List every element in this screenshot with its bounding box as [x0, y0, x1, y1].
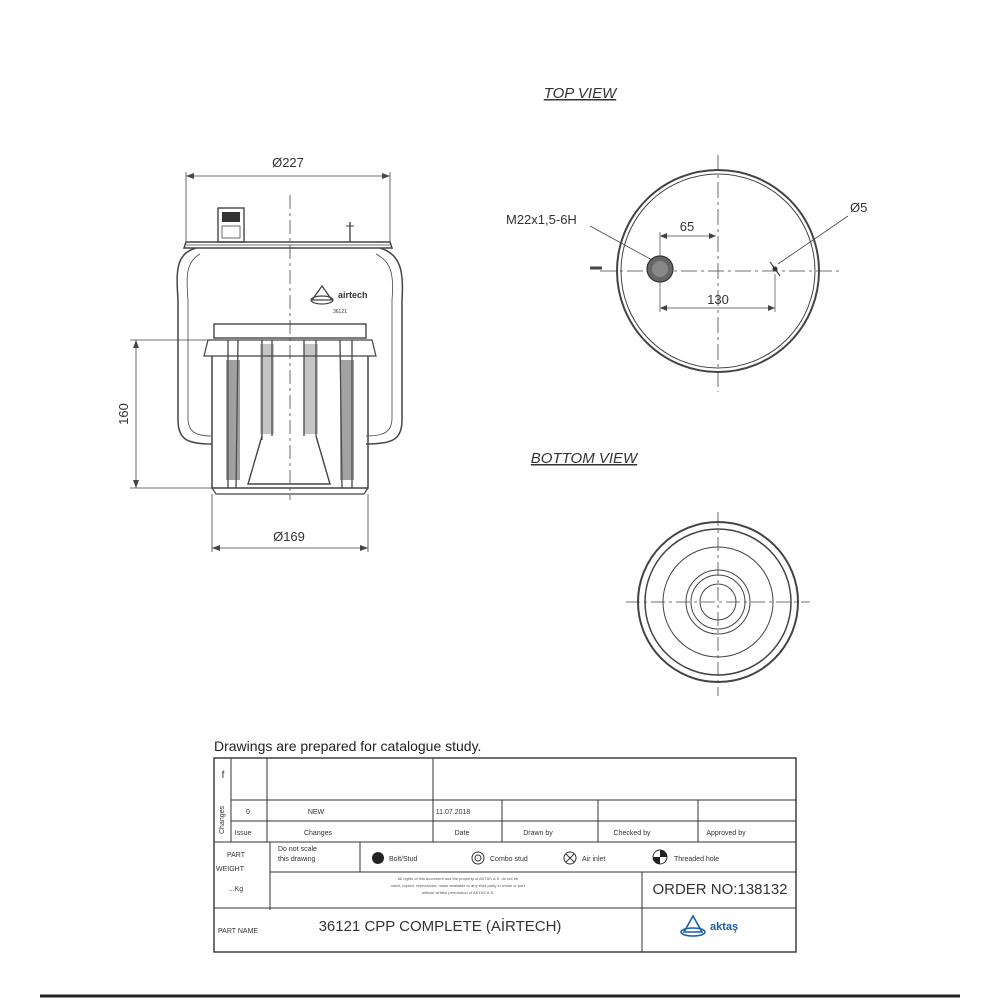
part-label: PART: [227, 852, 246, 859]
header-checked-by: Checked by: [614, 830, 651, 837]
top-view-title: TOP VIEW: [544, 85, 618, 102]
bolt-stud-icon: [372, 852, 384, 864]
legend-thread: Threaded hole: [674, 856, 719, 863]
threaded-hole-icon: [652, 849, 668, 865]
header-approved-by: Approved by: [706, 830, 746, 837]
legend-bolt: Bolt/Stud: [389, 856, 418, 863]
brand-sub: 36121: [333, 309, 347, 315]
bottom-diameter-label: Ø169: [273, 529, 305, 544]
order-number: ORDER NO:138132: [652, 881, 787, 898]
header-drawn-by: Drawn by: [523, 830, 553, 837]
weight-label: WEIGHT: [216, 866, 245, 873]
bottom-view-title: BOTTOM VIEW: [531, 450, 639, 467]
rights-line-1: All rights of this document and the prop…: [398, 876, 519, 881]
combo-stud-icon: [471, 851, 485, 865]
revision-change: NEW: [308, 809, 325, 816]
scale-note-1: Do not scale: [278, 846, 317, 853]
brand-mark: airtech: [338, 290, 368, 300]
scale-note-2: this drawing: [278, 856, 315, 863]
issue-mark: f: [222, 770, 225, 781]
airtech-logo-icon: [310, 284, 334, 305]
air-inlet-icon: [563, 851, 577, 865]
legend-combo: Combo stud: [490, 856, 528, 863]
dim-65-label: 65: [680, 219, 694, 234]
header-changes: Changes: [304, 830, 333, 837]
dim-130-label: 130: [707, 292, 729, 307]
bottom-view: [626, 512, 810, 696]
company-name: aktaş: [710, 921, 738, 933]
thread-label: M22x1,5-6H: [506, 212, 577, 227]
changes-rotated-label: Changes: [219, 805, 226, 834]
hole-diameter-label: Ø5: [850, 200, 867, 215]
rights-line-2: used, copied, reproduced, made available…: [391, 883, 526, 888]
side-view: [130, 172, 404, 552]
part-name: 36121 CPP COMPLETE (AİRTECH): [319, 917, 562, 935]
part-name-label: PART NAME: [218, 928, 258, 935]
header-issue: Issue: [235, 830, 252, 837]
title-block: [213, 757, 797, 953]
top-view: [589, 155, 849, 392]
revision-date: 11.07.2018: [436, 809, 471, 816]
kg-label: ...Kg: [229, 886, 244, 893]
aktas-logo-icon: [680, 914, 706, 937]
catalogue-note: Drawings are prepared for catalogue stud…: [214, 738, 481, 754]
revision-issue: 0: [246, 809, 250, 816]
header-date: Date: [455, 830, 470, 837]
top-diameter-label: Ø227: [272, 155, 304, 170]
height-label: 160: [116, 403, 131, 425]
rights-line-3: without written permission of AKTAS A.S.: [422, 890, 495, 895]
legend-air: Air inlet: [582, 856, 605, 863]
